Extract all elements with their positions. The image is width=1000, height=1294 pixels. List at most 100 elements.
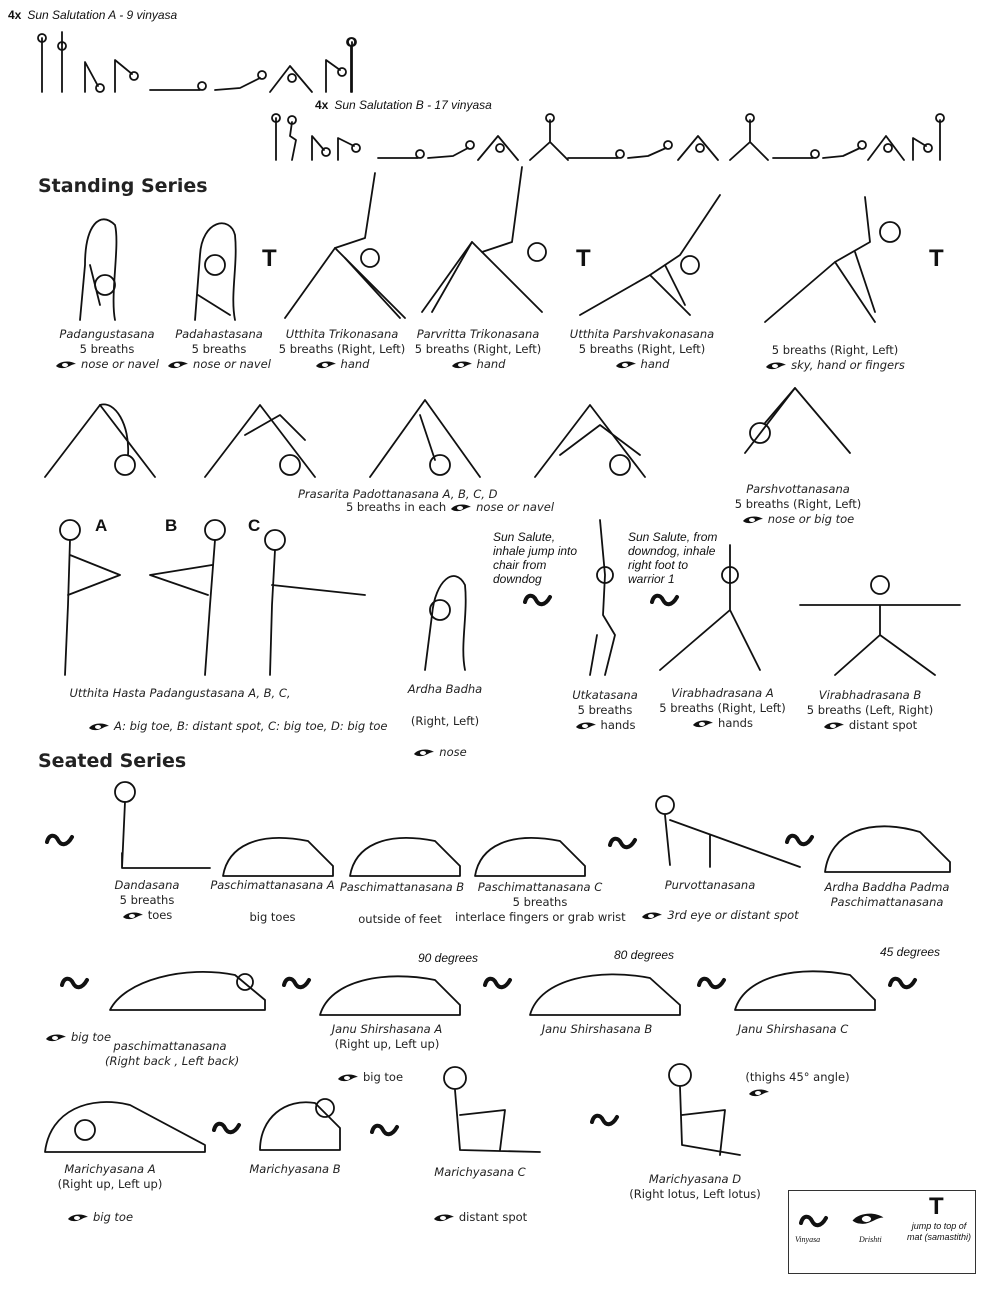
eye-icon (122, 911, 144, 921)
marichyasana-a-figure (44, 1101, 206, 1153)
caption-paschimattanasana-drishti: big toe (38, 1030, 118, 1047)
eye-icon (641, 911, 663, 921)
ardha-baddha-padma-figure (824, 825, 951, 873)
utkatasana-figure (589, 519, 616, 676)
paschimattanasana-a-figure (222, 837, 334, 877)
caption-virabhadrasana-b: Virabhadrasana B 5 breaths (Left, Right)… (806, 688, 934, 732)
legend-t-marker: T (929, 1193, 944, 1220)
vinyasa-icon (697, 975, 727, 991)
caption-janu-shirshasana-a: Janu Shirshasana A (Right up, Left up) (331, 1022, 443, 1051)
eye-icon (433, 1213, 455, 1223)
hasta-letter-a: A (95, 516, 108, 535)
degrees-90: 90 degrees (418, 951, 479, 965)
caption-janu-shirshasana-a-drishti: big toe (330, 1070, 410, 1087)
eye-icon (451, 360, 473, 370)
caption-paschimattanasana-b: Paschimattanasana B (339, 880, 465, 894)
vinyasa-icon (785, 832, 815, 848)
vinyasa-icon (799, 1213, 829, 1229)
note-chair-jump: Sun Salute, inhale jump into chair from … (493, 530, 578, 586)
caption-prasarita-padottanasana: Prasarita Padottanasana A, B, C, D (298, 487, 498, 501)
caption-revolved-side-angle: 5 breaths (Right, Left) sky, hand or fin… (760, 343, 910, 375)
eye-icon (67, 1213, 89, 1223)
prasarita-padottanasana-figures (44, 399, 646, 478)
eye-icon (742, 515, 764, 525)
caption-utthita-parshvakonasana: Utthita Parshvakonasana 5 breaths (Right… (569, 327, 715, 371)
vinyasa-icon (888, 975, 918, 991)
sun-salutation-a-figures (37, 31, 357, 93)
vinyasa-icon (608, 835, 638, 851)
caption-dandasana: Dandasana 5 breaths toes (114, 878, 180, 922)
janu-shirshasana-c-figure (734, 970, 876, 1011)
virabhadrasana-b-figure (799, 575, 961, 676)
caption-padangustasana: Padangustasana 5 breaths nose or navel (48, 327, 166, 374)
vinyasa-icon (45, 832, 75, 848)
eye-icon (167, 360, 189, 370)
eye-icon (692, 719, 714, 729)
eye-icon (450, 503, 472, 513)
caption-marichyasana-c: Marichyasana C (434, 1165, 526, 1179)
caption-ardha-baddha-padma: Ardha Baddha Padma Paschimattanasana (824, 880, 950, 909)
ardha-badha-figure (424, 575, 467, 671)
caption-marichyasana-d: Marichyasana D (Right lotus, Left lotus) (629, 1172, 761, 1201)
degrees-45: 45 degrees (880, 945, 941, 959)
caption-virabhadrasana-a: Virabhadrasana A 5 breaths (Right, Left)… (659, 686, 786, 730)
vinyasa-icon (282, 975, 312, 991)
vinyasa-icon (60, 975, 90, 991)
caption-utthita-hasta-drishti: A: big toe, B: distant spot, C: big toe,… (88, 719, 387, 736)
caption-ardha-badha-breaths: (Right, Left) (410, 714, 480, 728)
caption-paschimattanasana-b-drishti: outside of feet (358, 912, 442, 926)
legend-t-description: jump to top of mat (samastithi) (906, 1221, 971, 1242)
caption-parvritta-trikonasana: Parvritta Trikonasana 5 breaths (Right, … (414, 327, 542, 371)
eye-icon (315, 360, 337, 370)
eye-icon (337, 1073, 359, 1083)
caption-marichyasana-a-drishti: big toe (55, 1210, 145, 1227)
eye-icon (413, 748, 435, 758)
eye-icon (851, 1211, 885, 1227)
eye-icon (55, 360, 77, 370)
t-marker-2: T (576, 245, 591, 272)
legend-vinyasa-label: Vinyasa (795, 1235, 821, 1244)
sun-salutation-b-figures (271, 113, 945, 161)
utthita-hasta-padangustasana-figures (59, 519, 366, 676)
marichyasana-b-figure (259, 1098, 341, 1151)
caption-marichyasana-b: Marichyasana B (249, 1162, 341, 1176)
caption-marichyasana-a: Marichyasana A (Right up, Left up) (57, 1162, 163, 1191)
paschimattanasana-b-figure (349, 837, 461, 877)
eye-icon (748, 1088, 770, 1098)
caption-purvottanasana-drishti: 3rd eye or distant spot (640, 908, 800, 925)
vinyasa-icon (212, 1120, 242, 1136)
eye-icon (88, 722, 110, 732)
caption-janu-shirshasana-b: Janu Shirshasana B (541, 1022, 653, 1036)
caption-janu-shirshasana-c: Janu Shirshasana C (737, 1022, 849, 1036)
t-marker-1: T (262, 245, 277, 272)
caption-janu-shirshasana-c-note: (thighs 45° angle) (745, 1070, 850, 1084)
eye-icon (45, 1033, 67, 1043)
caption-paschimattanasana-a-drishti: big toes (249, 910, 296, 924)
utthita-parshvakonasana-figure (579, 194, 721, 316)
t-marker-3: T (929, 245, 944, 272)
dandasana-figure (114, 781, 211, 869)
eye-icon (615, 360, 637, 370)
janu-shirshasana-a-figure (319, 975, 461, 1016)
paschimattanasana-c-figure (474, 837, 586, 877)
caption-utthita-trikonasana: Utthita Trikonasana 5 breaths (Right, Le… (278, 327, 406, 371)
hasta-letter-c: C (248, 516, 261, 535)
padangustasana-figure (79, 218, 118, 321)
degrees-80: 80 degrees (614, 948, 675, 962)
caption-ardha-badha: Ardha Badha (407, 682, 483, 696)
vinyasa-icon (590, 1112, 620, 1128)
caption-paschimattanasana-c: Paschimattanasana C 5 breaths interlace … (455, 880, 626, 924)
caption-paschimattanasana: paschimattanasana (Right back , Left bac… (105, 1039, 240, 1068)
purvottanasana-figure (655, 795, 801, 868)
eye-icon (575, 721, 597, 731)
parvritta-trikonasana-figure (421, 166, 547, 313)
caption-paschimattanasana-a: Paschimattanasana A (210, 878, 335, 892)
eye-icon (823, 721, 845, 731)
standing-series-title: Standing Series (38, 175, 208, 197)
revolved-side-angle-figure (764, 196, 901, 323)
janu-shirshasana-b-figure (529, 973, 681, 1016)
caption-utthita-hasta: Utthita Hasta Padangustasana A, B, C, (69, 686, 291, 700)
